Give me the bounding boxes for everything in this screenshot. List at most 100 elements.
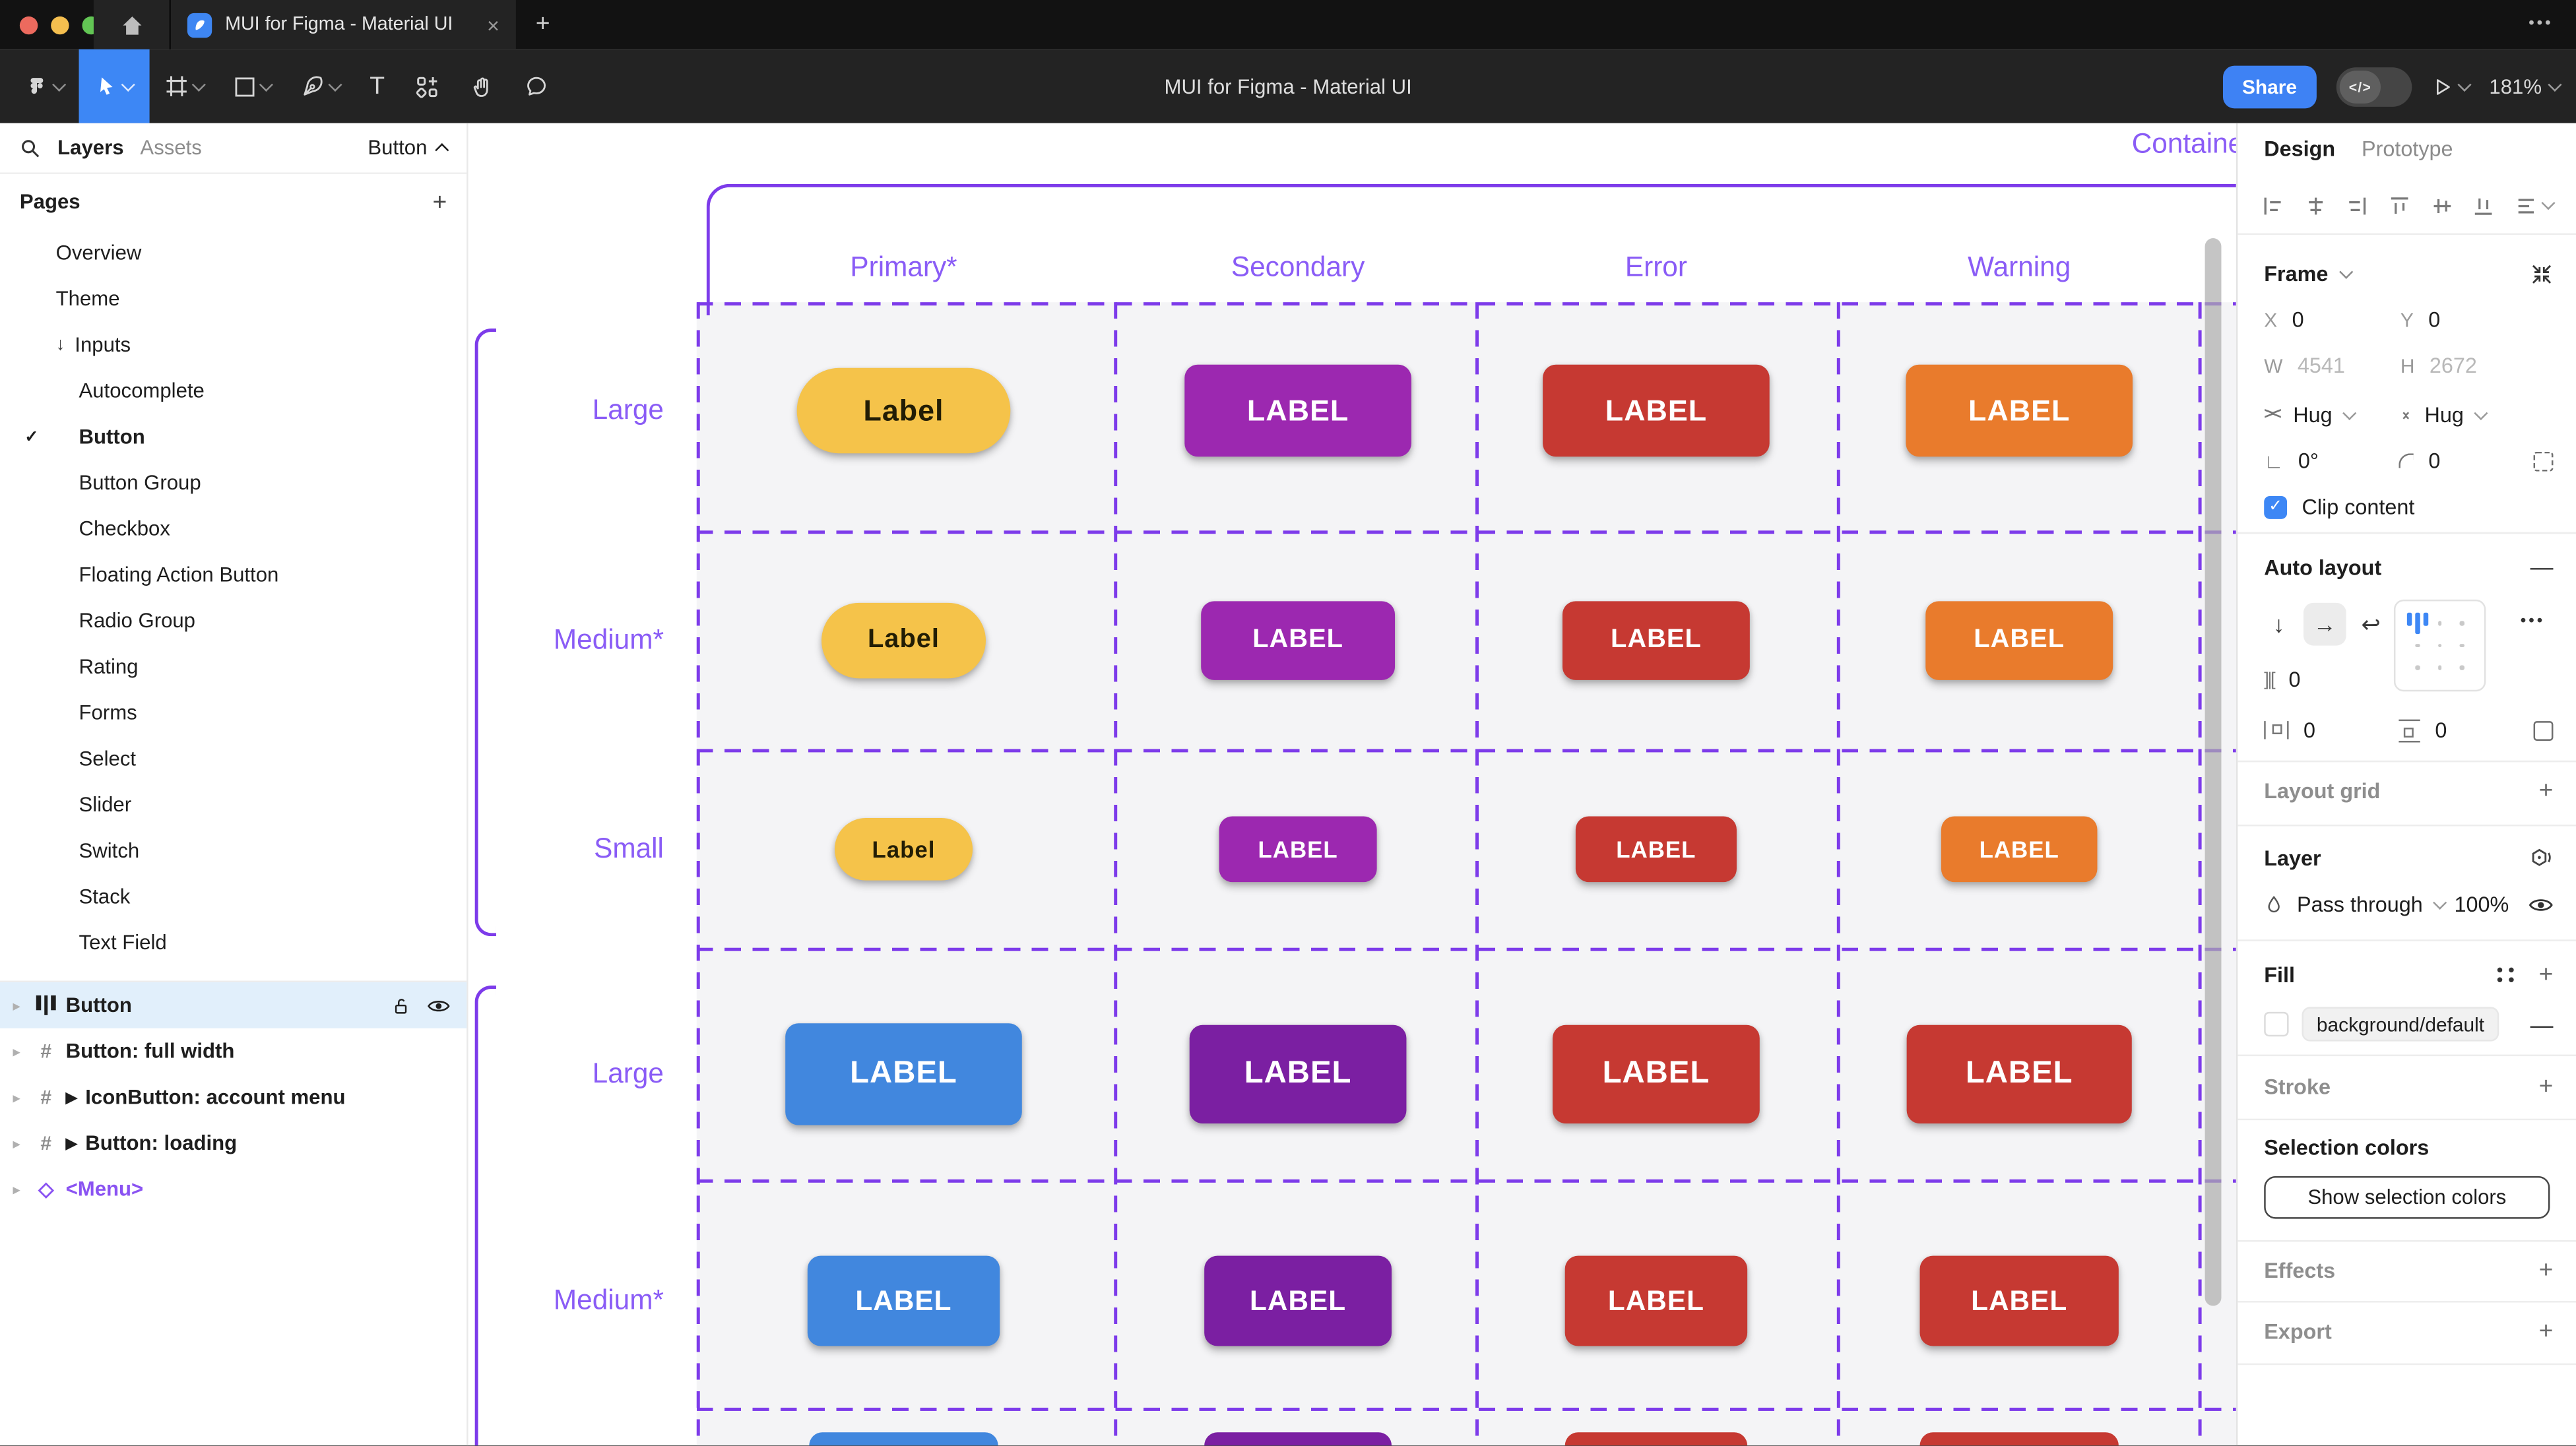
opacity-input[interactable]: 100% xyxy=(2454,892,2509,916)
canvas-button-primary-row3[interactable]: Label xyxy=(835,818,973,881)
add-layout-grid-button[interactable]: + xyxy=(2539,777,2554,805)
layer-row-button-full-width[interactable]: ▸#Button: full width xyxy=(0,1028,467,1075)
blend-mode-dropdown[interactable]: Pass through xyxy=(2297,892,2423,916)
canvas-scrollbar[interactable] xyxy=(2205,238,2222,1306)
comment-tool-button[interactable] xyxy=(509,49,564,123)
sidebar-page-button[interactable]: ✓Button xyxy=(0,414,467,460)
vertical-sizing-dropdown[interactable]: ⌄⌄Hug xyxy=(2400,402,2537,427)
clip-content-checkbox[interactable]: ✓ xyxy=(2264,495,2287,519)
show-selection-colors-button[interactable]: Show selection colors xyxy=(2264,1176,2550,1219)
sidebar-page-theme[interactable]: Theme xyxy=(0,276,467,322)
expand-caret-icon[interactable]: ▸ xyxy=(13,998,33,1013)
canvas-button-secondary-row1[interactable]: LABEL xyxy=(1184,365,1411,456)
canvas-button-error-row1[interactable]: LABEL xyxy=(1543,365,1770,456)
resources-tool-button[interactable] xyxy=(399,49,455,123)
canvas-button-secondary-row3[interactable]: LABEL xyxy=(1219,817,1377,883)
tab-layers[interactable]: Layers xyxy=(57,137,123,160)
add-export-button[interactable]: + xyxy=(2539,1317,2554,1345)
canvas-button-error-row2[interactable]: LABEL xyxy=(1562,601,1750,680)
tab-overflow-menu[interactable]: ••• xyxy=(2528,15,2553,32)
page-selector[interactable]: Button xyxy=(368,137,447,160)
height-input[interactable]: H2672 xyxy=(2400,353,2537,377)
minimize-window-button[interactable] xyxy=(51,16,69,34)
canvas-button-error-row5[interactable]: LABEL xyxy=(1565,1256,1747,1346)
tab-design[interactable]: Design xyxy=(2264,137,2335,161)
canvas-button-primary-row4[interactable]: LABEL xyxy=(785,1023,1022,1125)
canvas-button-warning-row2[interactable]: LABEL xyxy=(1925,601,2113,680)
sidebar-page-radio-group[interactable]: Radio Group xyxy=(0,598,467,644)
main-menu-button[interactable] xyxy=(10,49,79,123)
expand-caret-icon[interactable]: ▸ xyxy=(13,1182,33,1197)
canvas-button-secondary-row4[interactable]: LABEL xyxy=(1190,1025,1407,1123)
auto-layout-more-button[interactable]: ••• xyxy=(2521,613,2554,631)
zoom-menu[interactable]: 181% xyxy=(2489,75,2560,98)
gap-input[interactable]: 0 xyxy=(2289,667,2301,691)
shrink-to-fit-icon[interactable] xyxy=(2530,262,2554,285)
shape-tool-button[interactable] xyxy=(218,49,286,123)
sidebar-page-rating[interactable]: Rating xyxy=(0,644,467,690)
sidebar-page-autocomplete[interactable]: Autocomplete xyxy=(0,368,467,414)
add-stroke-button[interactable]: + xyxy=(2539,1073,2554,1100)
sidebar-page-checkbox[interactable]: Checkbox xyxy=(0,506,467,552)
layout-direction-right[interactable]: → xyxy=(2303,603,2346,646)
independent-corners-icon[interactable] xyxy=(2534,451,2554,471)
file-tab[interactable]: MUI for Figma - Material UI × xyxy=(171,0,516,49)
layout-wrap[interactable]: ↩ xyxy=(2350,603,2393,646)
vertical-padding-input[interactable]: 0 xyxy=(2399,718,2534,742)
expand-caret-icon[interactable]: ▸ xyxy=(13,1136,33,1150)
sidebar-page-slider[interactable]: Slider xyxy=(0,782,467,828)
home-tab[interactable] xyxy=(94,0,171,49)
canvas-button-error-row4[interactable]: LABEL xyxy=(1553,1025,1760,1123)
canvas[interactable]: Contained Primary*SecondaryErrorWarningL… xyxy=(468,123,2236,1445)
styles-icon[interactable] xyxy=(2497,968,2515,982)
sidebar-page-overview[interactable]: Overview xyxy=(0,230,467,276)
expand-caret-icon[interactable]: ▸ xyxy=(13,1044,33,1058)
remove-auto-layout-button[interactable]: — xyxy=(2530,553,2554,580)
share-button[interactable]: Share xyxy=(2222,65,2317,108)
sidebar-page-select[interactable]: Select xyxy=(0,736,467,782)
canvas-button-warning-row4[interactable]: LABEL xyxy=(1907,1025,2132,1123)
canvas-button-warning-row1[interactable]: LABEL xyxy=(1906,365,2133,456)
align-bottom-icon[interactable] xyxy=(2472,193,2496,218)
align-top-icon[interactable] xyxy=(2387,193,2412,218)
layer-row-button[interactable]: ▸Button xyxy=(0,982,467,1028)
independent-padding-icon[interactable] xyxy=(2534,720,2554,740)
sidebar-page-inputs[interactable]: ↓Inputs xyxy=(0,322,467,368)
fill-style-chip[interactable]: background/default xyxy=(2302,1007,2499,1041)
canvas-button-secondary-row5[interactable]: LABEL xyxy=(1204,1256,1392,1346)
distribute-menu[interactable] xyxy=(2514,193,2554,218)
expand-caret-icon[interactable]: ▸ xyxy=(13,1090,33,1104)
canvas-button-warning-row5[interactable]: LABEL xyxy=(1920,1256,2119,1346)
close-window-button[interactable] xyxy=(20,16,38,34)
tab-assets[interactable]: Assets xyxy=(140,137,201,160)
rotation-input[interactable]: ∟0° xyxy=(2264,449,2399,473)
canvas-button-secondary-row2[interactable]: LABEL xyxy=(1201,601,1395,680)
layer-row-menu[interactable]: ▸◇<Menu> xyxy=(0,1166,467,1212)
align-horizontal-center-icon[interactable] xyxy=(2303,193,2327,218)
pen-tool-button[interactable] xyxy=(286,49,355,123)
layer-row-iconbutton-account-menu[interactable]: ▸#▶IconButton: account menu xyxy=(0,1074,467,1120)
sidebar-page-text-field[interactable]: Text Field xyxy=(0,920,467,966)
corner-radius-input[interactable]: 0 xyxy=(2399,449,2534,473)
tab-prototype[interactable]: Prototype xyxy=(2362,137,2453,161)
horizontal-sizing-dropdown[interactable]: ><Hug xyxy=(2264,402,2400,427)
remove-fill-button[interactable]: — xyxy=(2530,1011,2554,1038)
canvas-button-primary-row5[interactable]: LABEL xyxy=(808,1256,1000,1346)
y-position-input[interactable]: Y0 xyxy=(2400,307,2537,332)
x-position-input[interactable]: X0 xyxy=(2264,307,2400,332)
search-icon[interactable] xyxy=(20,137,41,158)
canvas-button-primary-row2[interactable]: Label xyxy=(821,603,986,679)
sidebar-page-button-group[interactable]: Button Group xyxy=(0,460,467,506)
horizontal-padding-input[interactable]: 0 xyxy=(2264,718,2399,742)
align-vertical-center-icon[interactable] xyxy=(2430,193,2454,218)
sidebar-page-switch[interactable]: Switch xyxy=(0,828,467,874)
canvas-button-primary-row1[interactable]: Label xyxy=(797,368,1011,453)
align-right-icon[interactable] xyxy=(2345,193,2369,218)
new-tab-button[interactable]: + xyxy=(536,10,550,38)
add-effect-button[interactable]: + xyxy=(2539,1257,2554,1284)
blend-mode-icon[interactable] xyxy=(2528,846,2553,870)
unlock-icon[interactable] xyxy=(391,995,411,1016)
frame-section-title[interactable]: Frame xyxy=(2264,261,2328,286)
sidebar-page-floating-action-button[interactable]: Floating Action Button xyxy=(0,552,467,598)
text-tool-button[interactable]: T xyxy=(355,49,400,123)
